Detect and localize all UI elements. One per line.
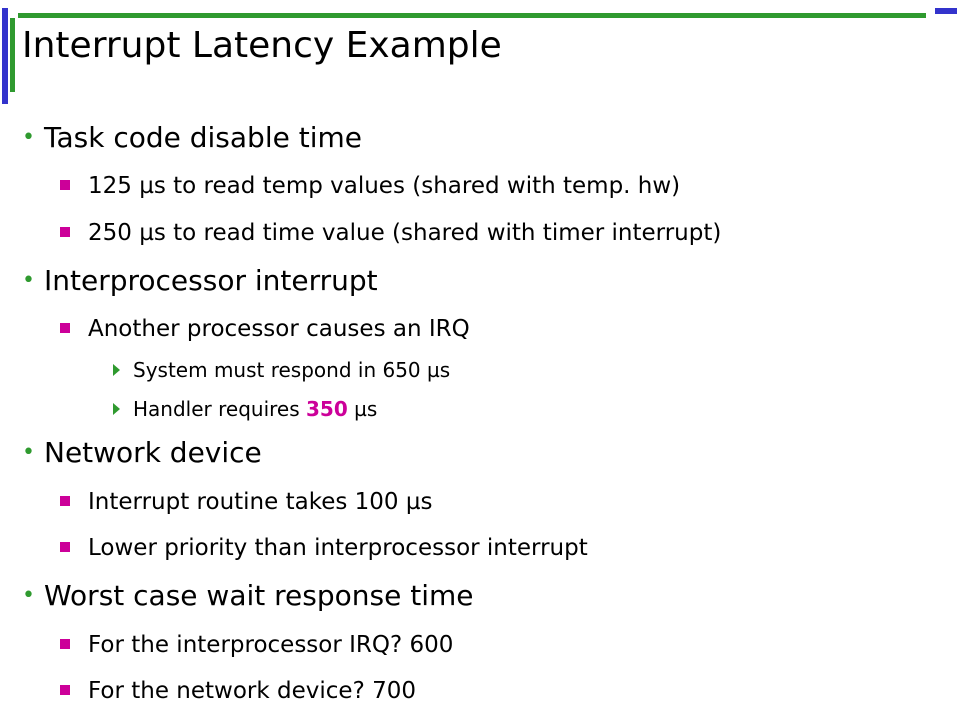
sub-bullet-text: 125 µs to read temp values (shared with … (88, 173, 681, 199)
sub-sub-bullet-handler: Handler requires 350 µs (113, 395, 377, 423)
left-green-bar (10, 18, 15, 92)
sub-sub-bullet-respond: System must respond in 650 µs (113, 356, 450, 384)
sub-bullet-text: Another processor causes an IRQ (88, 316, 470, 342)
bullet-text: Worst case wait response time (44, 579, 474, 612)
bullet-text: Interprocessor interrupt (44, 264, 378, 297)
round-bullet-icon: • (22, 583, 35, 608)
top-green-bar (18, 13, 926, 18)
sub-bullet-text: Interrupt routine takes 100 µs (88, 489, 433, 515)
triangle-bullet-icon (113, 364, 120, 376)
sub-bullet-interrupt-routine: Interrupt routine takes 100 µs (60, 487, 432, 517)
square-bullet-icon (60, 227, 70, 237)
sub-bullet-text: For the interprocessor IRQ? 600 (88, 632, 454, 658)
bullet-text: Network device (44, 436, 262, 469)
bullet-network-device: • Network device (22, 435, 262, 471)
square-bullet-icon (60, 542, 70, 552)
round-bullet-icon: • (22, 125, 35, 150)
sub-bullet-time-value: 250 µs to read time value (shared with t… (60, 218, 721, 248)
left-blue-bar (2, 8, 8, 104)
sub-bullet-temp-values: 125 µs to read temp values (shared with … (60, 171, 680, 201)
handler-time-highlight: 350 (306, 397, 348, 421)
sub-bullet-text: For the network device? 700 (88, 678, 416, 704)
round-bullet-icon: • (22, 440, 35, 465)
triangle-bullet-icon (113, 403, 120, 415)
bullet-task-code-disable-time: • Task code disable time (22, 120, 362, 156)
square-bullet-icon (60, 685, 70, 695)
square-bullet-icon (60, 639, 70, 649)
sub-bullet-text: 250 µs to read time value (shared with t… (88, 220, 722, 246)
top-blue-bar (935, 8, 957, 14)
sub-bullet-interprocessor-irq: For the interprocessor IRQ? 600 (60, 630, 453, 660)
bullet-worst-case: • Worst case wait response time (22, 578, 473, 614)
bullet-text: Task code disable time (44, 121, 362, 154)
handler-text-pre: Handler requires (133, 397, 306, 421)
handler-text-post: µs (347, 397, 378, 421)
round-bullet-icon: • (22, 268, 35, 293)
sub-bullet-another-processor: Another processor causes an IRQ (60, 314, 470, 344)
square-bullet-icon (60, 180, 70, 190)
sub-bullet-lower-priority: Lower priority than interprocessor inter… (60, 533, 588, 563)
sub-sub-bullet-text: System must respond in 650 µs (133, 358, 451, 382)
bullet-interprocessor-interrupt: • Interprocessor interrupt (22, 263, 378, 299)
square-bullet-icon (60, 323, 70, 333)
sub-bullet-text: Lower priority than interprocessor inter… (88, 535, 588, 561)
square-bullet-icon (60, 496, 70, 506)
sub-bullet-network-device: For the network device? 700 (60, 676, 416, 706)
slide-title: Interrupt Latency Example (22, 25, 502, 66)
